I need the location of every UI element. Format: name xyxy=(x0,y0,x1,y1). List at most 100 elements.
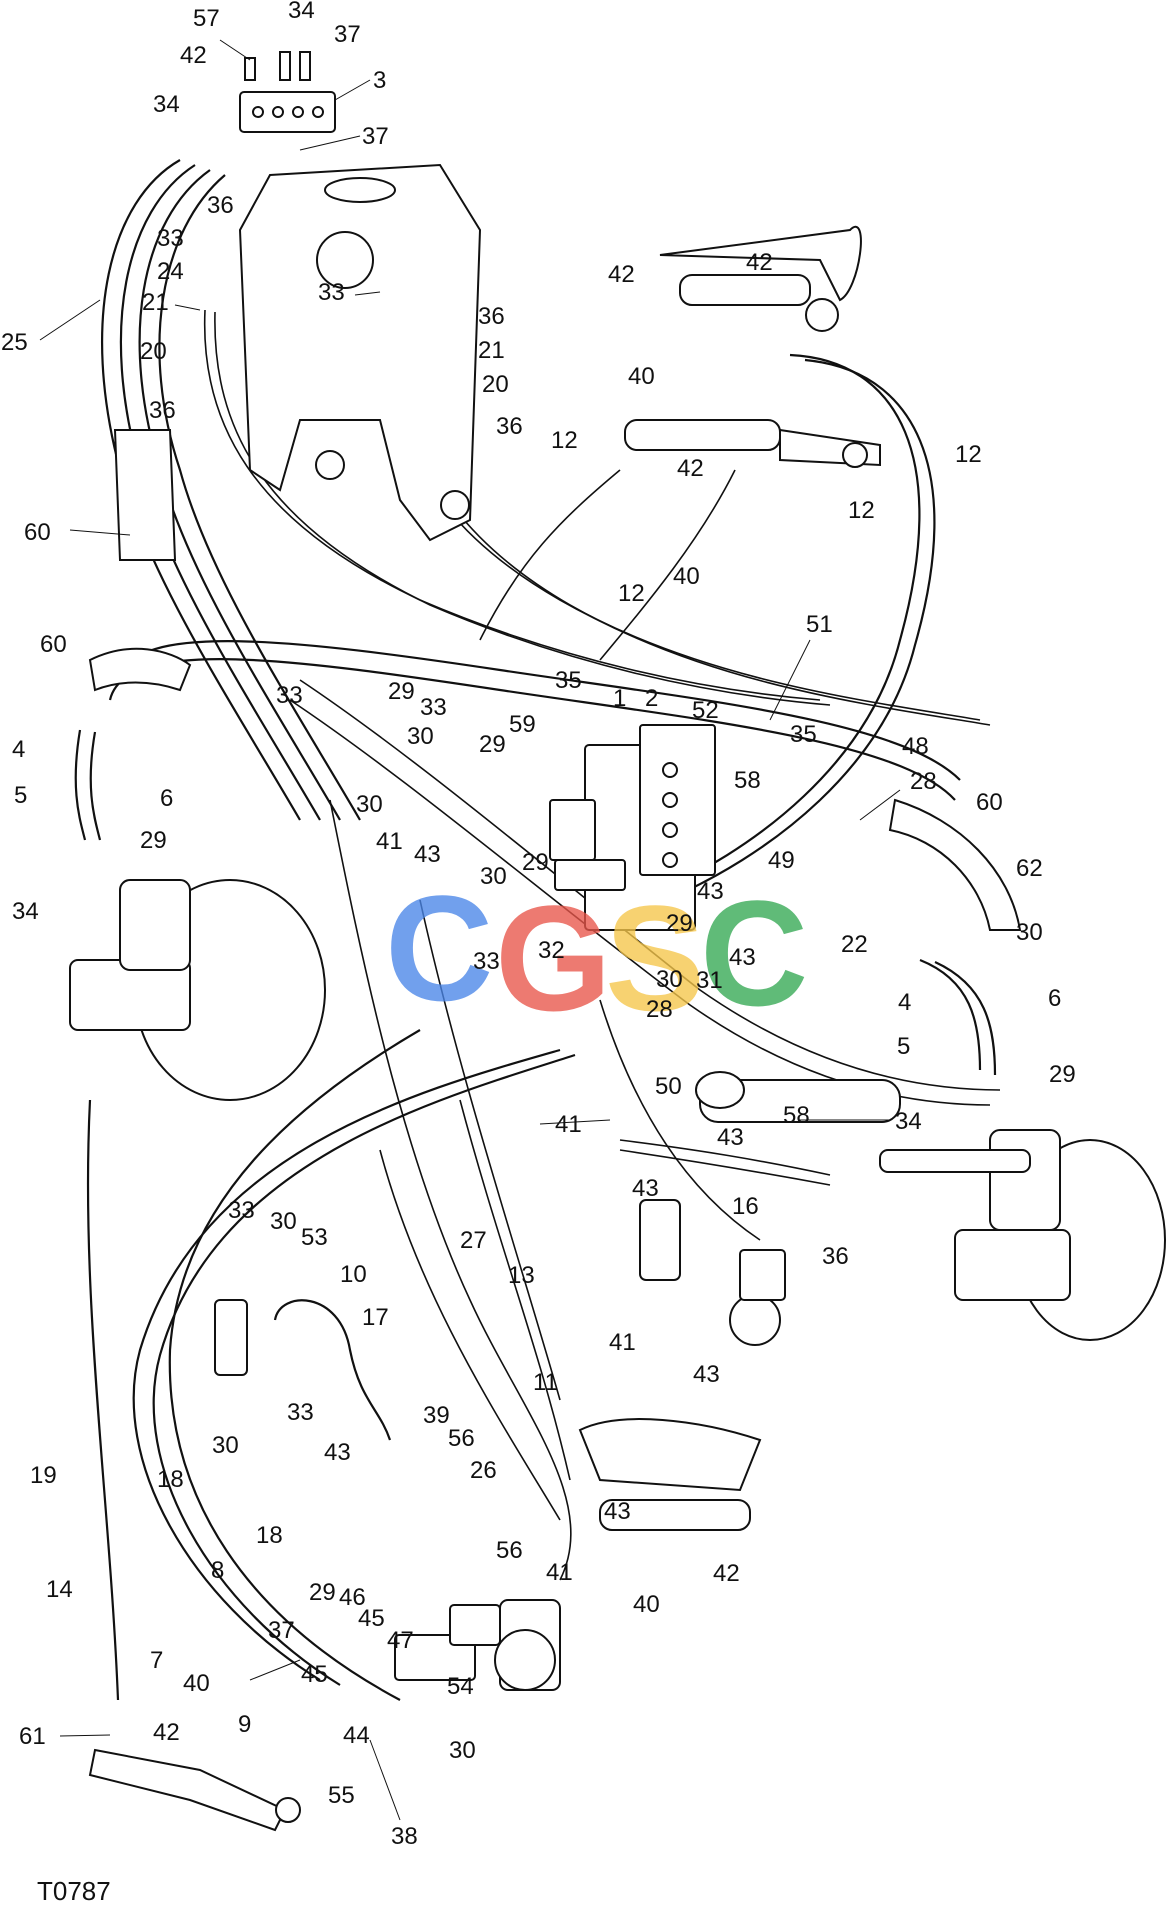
callout: 51 xyxy=(806,611,833,638)
callout: 43 xyxy=(414,841,441,868)
callout: 59 xyxy=(509,711,536,738)
callout: 41 xyxy=(376,828,403,855)
callout: 50 xyxy=(655,1073,682,1100)
callout: 42 xyxy=(180,42,207,69)
swing-cylinder-lower xyxy=(578,1418,762,1531)
gear-drive-assembly xyxy=(639,1199,786,1346)
callout: 40 xyxy=(628,363,655,390)
callout: 8 xyxy=(211,1557,224,1584)
callout: 53 xyxy=(301,1224,328,1251)
watermark-letter-1: C xyxy=(385,864,493,1032)
callout: 1 xyxy=(613,685,626,712)
callout: 48 xyxy=(902,733,929,760)
callout: 35 xyxy=(555,667,582,694)
callout: 16 xyxy=(732,1193,759,1220)
hose-wrap-60 xyxy=(88,429,1022,931)
callout: 54 xyxy=(447,1673,474,1700)
callout: 12 xyxy=(618,580,645,607)
callout: 49 xyxy=(768,847,795,874)
callout: 60 xyxy=(24,519,51,546)
callout: 30 xyxy=(656,966,683,993)
hose-bundle xyxy=(74,159,1001,1701)
callout: 29 xyxy=(1049,1061,1076,1088)
callout: 36 xyxy=(149,397,176,424)
callout: 25 xyxy=(1,329,28,356)
callout: 39 xyxy=(423,1402,450,1429)
callout: 58 xyxy=(734,767,761,794)
callout: 12 xyxy=(955,441,982,468)
callout: 27 xyxy=(460,1227,487,1254)
callout: 30 xyxy=(407,723,434,750)
callout: 20 xyxy=(140,338,167,365)
callout: 11 xyxy=(533,1369,558,1396)
callout: 33 xyxy=(157,225,184,252)
top-manifold xyxy=(239,51,336,133)
callout: 36 xyxy=(822,1243,849,1270)
callout: 29 xyxy=(309,1579,336,1606)
swing-cylinder-mid xyxy=(624,419,881,468)
callout: 45 xyxy=(301,1661,328,1688)
callout: 43 xyxy=(604,1498,631,1525)
callout: 2 xyxy=(645,685,658,712)
callout: 40 xyxy=(673,563,700,590)
callout: 30 xyxy=(212,1432,239,1459)
callout: 37 xyxy=(268,1617,295,1644)
callout: 21 xyxy=(142,289,169,316)
callout: 29 xyxy=(479,731,506,758)
callout: 30 xyxy=(1016,919,1043,946)
bottom-cylinder xyxy=(88,1748,301,1832)
callout: 29 xyxy=(666,910,693,937)
callout: 34 xyxy=(895,1108,922,1135)
callout: 42 xyxy=(677,455,704,482)
callout: 34 xyxy=(153,91,180,118)
callout: 33 xyxy=(287,1399,314,1426)
callout: 17 xyxy=(362,1304,389,1331)
callout: 29 xyxy=(388,678,415,705)
callout: 43 xyxy=(324,1439,351,1466)
callout: 35 xyxy=(790,721,817,748)
callout: 61 xyxy=(19,1723,46,1750)
callout: 5 xyxy=(14,782,27,809)
watermark-letter-2: G xyxy=(495,874,612,1042)
callout: 43 xyxy=(717,1124,744,1151)
watermark-letter-3: S xyxy=(605,874,705,1042)
callout: 28 xyxy=(646,996,673,1023)
callout: 9 xyxy=(238,1711,251,1738)
callout: 36 xyxy=(496,413,523,440)
callout: 31 xyxy=(696,967,723,994)
callout: 7 xyxy=(150,1647,163,1674)
callout: 33 xyxy=(228,1197,255,1224)
callout: 33 xyxy=(276,682,303,709)
callout: 43 xyxy=(697,878,724,905)
callout-labels: 57 34 37 42 3 34 37 36 33 24 25 21 20 36… xyxy=(1,0,1076,1850)
figure-code: T0787 xyxy=(37,1876,111,1906)
callout: 3 xyxy=(373,67,386,94)
callout: 12 xyxy=(848,497,875,524)
callout: 32 xyxy=(538,937,565,964)
watermark: C G S C xyxy=(385,864,808,1042)
callout: 21 xyxy=(478,337,505,364)
callout: 37 xyxy=(362,123,389,150)
check-valve-53 xyxy=(214,1299,248,1376)
callout: 40 xyxy=(183,1670,210,1697)
callout: 4 xyxy=(898,989,911,1016)
callout: 18 xyxy=(256,1522,283,1549)
callout: 19 xyxy=(30,1462,57,1489)
gear-pump xyxy=(394,1599,561,1691)
left-wheel-motor xyxy=(69,879,326,1101)
callout: 30 xyxy=(480,863,507,890)
callout: 43 xyxy=(693,1361,720,1388)
callout: 57 xyxy=(193,5,220,32)
callout: 56 xyxy=(496,1537,523,1564)
callout: 40 xyxy=(633,1591,660,1618)
callout: 33 xyxy=(318,279,345,306)
callout: 46 xyxy=(339,1584,366,1611)
callout: 34 xyxy=(288,0,315,24)
callout: 26 xyxy=(470,1457,497,1484)
callout: 22 xyxy=(841,931,868,958)
watermark-letter-4: C xyxy=(700,869,808,1037)
callout: 52 xyxy=(692,697,719,724)
callout: 14 xyxy=(46,1576,73,1603)
callout: 44 xyxy=(343,1722,370,1749)
